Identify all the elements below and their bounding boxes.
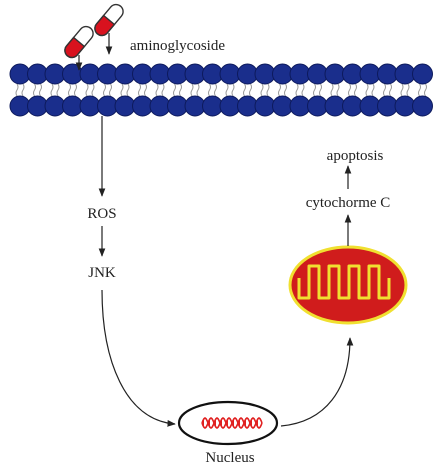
arrow-nucleus-to-mitochondrion (280, 337, 354, 427)
arrow-jnk-to-nucleus (101, 289, 176, 427)
mitochondrion-icon (288, 245, 408, 325)
capsule-icon (94, 3, 124, 37)
label-ros: ROS (87, 206, 116, 222)
dna-helix-icon (201, 417, 263, 429)
cell-membrane-bilayer (9, 63, 433, 117)
label-aminoglycoside: aminoglycoside (130, 38, 225, 54)
lipid-head (412, 63, 433, 85)
label-cytochrome-c: cytochorme C (306, 195, 391, 211)
mitochondrion-cristae (297, 264, 391, 300)
dna-strand (201, 417, 263, 429)
lipid-head (412, 95, 433, 117)
label-apoptosis: apoptosis (327, 148, 384, 164)
membrane-inner-leaflet (9, 95, 433, 117)
label-nucleus: Nucleus (205, 450, 254, 466)
membrane-outer-leaflet (9, 63, 433, 85)
capsule-icon (64, 25, 94, 59)
label-jnk: JNK (88, 265, 116, 281)
